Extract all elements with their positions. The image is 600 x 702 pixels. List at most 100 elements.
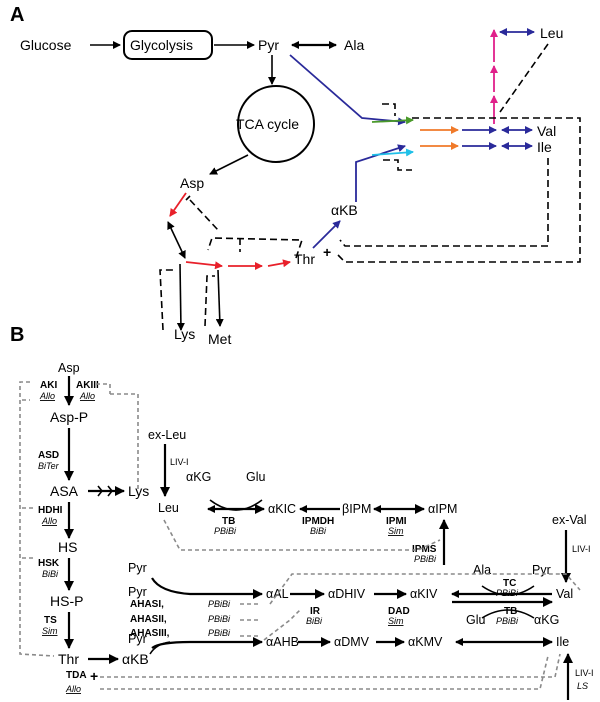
a-edge-cyan: [371, 148, 414, 157]
a-ile: Ile: [537, 139, 552, 155]
a-akb: αKB: [331, 202, 358, 218]
b-ala: Ala: [473, 563, 491, 577]
a-edge-asp-aspp: [169, 192, 187, 217]
b-asd-k: BiTer: [38, 461, 60, 471]
panel-a-label: A: [10, 4, 24, 26]
b-hdhi-k: Allo: [41, 516, 57, 526]
b-tb1-k: PBiBi: [214, 526, 237, 536]
b-akic: αKIC: [268, 502, 296, 516]
a-fb-met: [204, 275, 215, 327]
b-fb-ahas: [240, 603, 258, 637]
b-fb-lys: [110, 393, 139, 490]
b-livi3: LIV-I: [575, 668, 594, 678]
b-adhiv: αDHIV: [328, 587, 366, 601]
b-akmv: αKMV: [408, 635, 443, 649]
b-glu: Glu: [246, 470, 266, 484]
b-akiii: AKIII: [76, 380, 99, 391]
b-ahas-k1: PBiBi: [208, 599, 231, 609]
panel-b-label: B: [10, 324, 24, 346]
b-asp: Asp: [58, 361, 80, 375]
b-ir-k: BiBi: [306, 616, 323, 626]
b-akb: αKB: [122, 651, 149, 667]
a-edge-lys: [176, 263, 185, 331]
b-pyr3: Pyr: [128, 632, 147, 646]
a-pyr: Pyr: [258, 37, 279, 53]
b-fb-ahas2: [263, 609, 301, 641]
b-admv: αDMV: [334, 635, 370, 649]
a-edge-tca-asp: [209, 154, 249, 175]
b-fb-ile-1: [100, 653, 561, 678]
b-tb2-k: PBiBi: [496, 616, 519, 626]
b-leu: Leu: [158, 501, 179, 515]
a-fb-thr: [207, 237, 304, 259]
b-tc-arc: [481, 585, 535, 596]
a-edge-akb-mid: [355, 144, 406, 202]
b-aki: AKI: [40, 380, 57, 391]
b-livi1: LIV-I: [170, 457, 189, 467]
a-leu: Leu: [540, 25, 563, 41]
b-akg: αKG: [186, 470, 211, 484]
a-plus: +: [323, 244, 331, 260]
a-lys: Lys: [174, 326, 195, 342]
b-ahasiii: AHASIII,: [130, 628, 170, 639]
b-hsk: HSK: [38, 558, 60, 569]
a-tca-circle: [237, 85, 315, 163]
b-val: Val: [556, 587, 573, 601]
a-edge-pyr-blue: [289, 54, 406, 126]
a-glycolysis-box: [123, 30, 213, 60]
b-tc: TC: [503, 578, 516, 589]
b-akg2: αKG: [534, 613, 559, 627]
a-edge-branch: [167, 221, 186, 259]
b-ts-k: Sim: [42, 626, 58, 636]
b-tb2: TB: [504, 606, 517, 617]
a-fb-leu: [499, 43, 549, 113]
b-pyr2: Pyr: [128, 585, 147, 599]
b-ir: IR: [310, 606, 321, 617]
b-glu2: Glu: [466, 613, 486, 627]
b-edge-ahas-bot: [151, 637, 263, 649]
a-fb-asp-bar: [185, 195, 191, 201]
b-bipm: βIPM: [342, 502, 371, 516]
a-fb-val: [337, 117, 581, 263]
b-ahasi: AHASI,: [130, 599, 164, 610]
b-exval: ex-Val: [552, 513, 587, 527]
b-tda-plus: +: [90, 668, 98, 684]
b-dad-k: Sim: [388, 616, 404, 626]
b-hs: HS: [58, 539, 77, 555]
b-ipmdh-k: BiBi: [310, 526, 327, 536]
a-edge-thr-akb: [312, 220, 341, 249]
a-asp: Asp: [180, 175, 204, 191]
b-aahb: αAHB: [266, 635, 299, 649]
b-hsk-k: BiBi: [42, 569, 59, 579]
a-edge-green: [371, 116, 414, 125]
b-ahas-k3: PBiBi: [208, 628, 231, 638]
a-glycolysis: Glycolysis: [130, 37, 193, 53]
a-ala: Ala: [344, 37, 364, 53]
b-ipms-k: PBiBi: [414, 554, 437, 564]
b-hdhi: HDHI: [38, 505, 63, 516]
b-edge-ahas-top: [151, 577, 263, 599]
b-livi3-k: LS: [577, 681, 588, 691]
b-edge-akb-ahas: [149, 641, 171, 655]
b-lys: Lys: [128, 483, 149, 499]
b-ts: TS: [44, 615, 57, 626]
a-fb-bot: [383, 159, 412, 171]
b-ipms: IPMS: [412, 544, 437, 555]
b-fb-akiii: [96, 383, 111, 394]
b-aal: αAL: [266, 587, 289, 601]
b-dad: DAD: [388, 606, 410, 617]
b-fb-leu: [163, 519, 441, 551]
b-asa: ASA: [50, 483, 79, 499]
b-pyr1: Pyr: [128, 561, 147, 575]
b-aipm: αIPM: [428, 502, 457, 516]
b-fb-ile-2: [100, 655, 549, 690]
a-edge-red-1: [185, 261, 223, 270]
b-ile: Ile: [556, 635, 569, 649]
a-glucose: Glucose: [20, 37, 72, 53]
b-aspp: Asp-P: [50, 409, 88, 425]
b-pyr4: Pyr: [532, 563, 551, 577]
a-fb-lys: [159, 269, 173, 331]
a-fb-top: [382, 103, 396, 116]
b-ipmi-k: Sim: [388, 526, 404, 536]
